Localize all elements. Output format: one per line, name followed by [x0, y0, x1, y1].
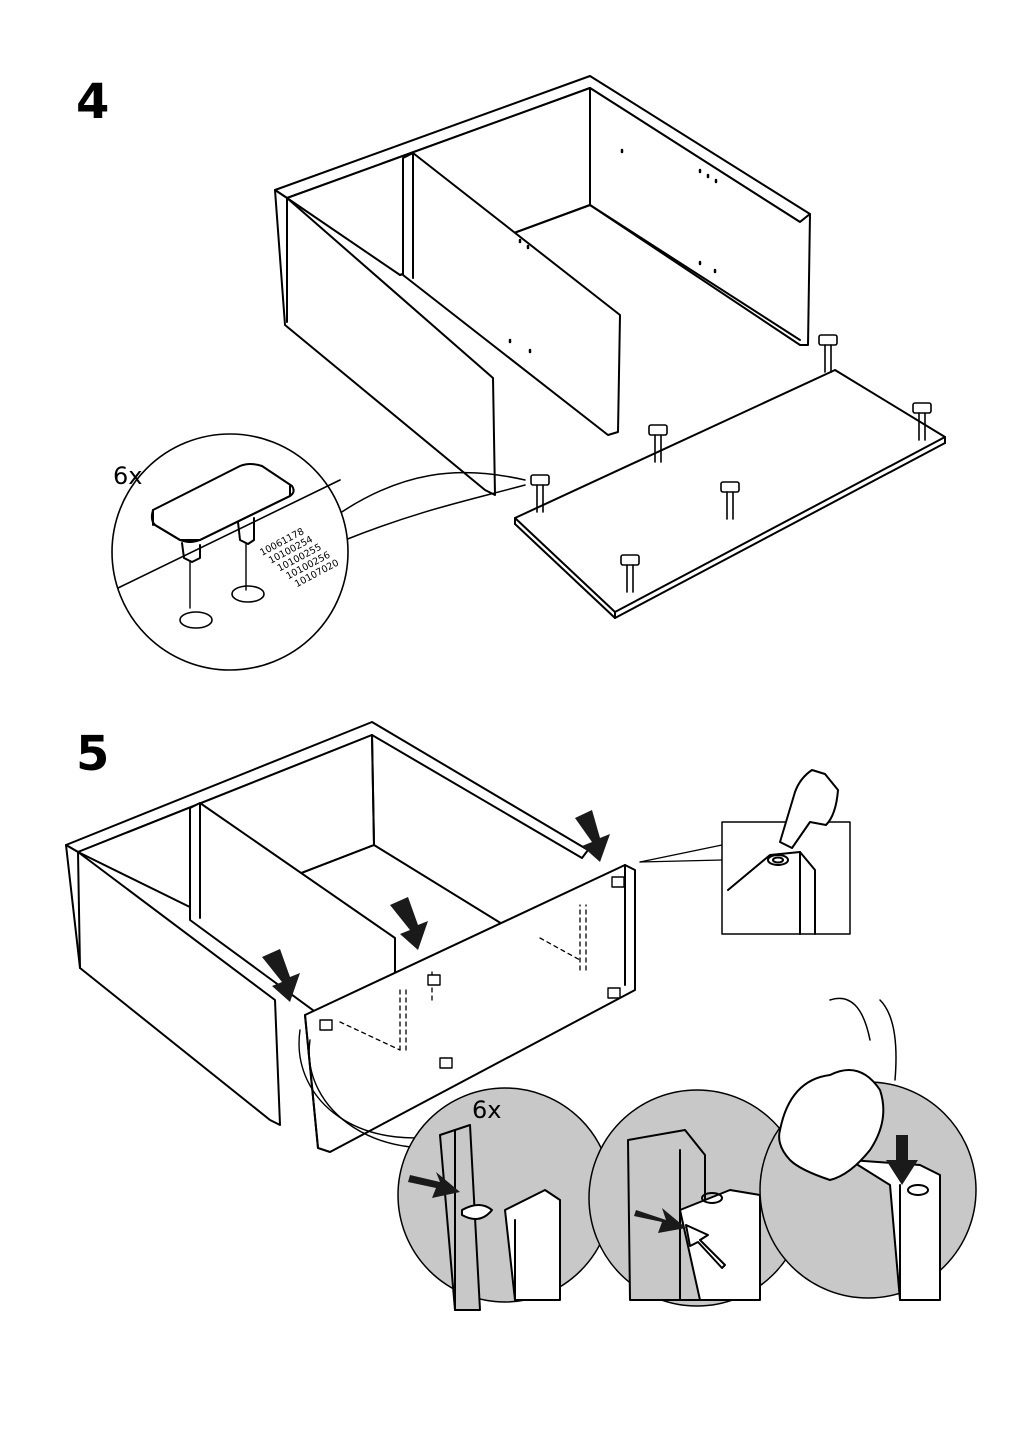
step-5-cabinet [65, 721, 636, 1153]
step-4-detail-callout [111, 433, 526, 671]
foot-icon-group [530, 334, 932, 593]
step-5-hand-press-detail [759, 997, 977, 1301]
finger-press-icon [779, 769, 839, 849]
push-arrow-icon [408, 1172, 460, 1198]
hand-icon [778, 1069, 885, 1181]
down-arrow-icon [886, 1135, 918, 1185]
step-5-press-detail [639, 769, 851, 935]
step-4-cabinet [274, 75, 946, 619]
dowel-icon [461, 1204, 493, 1220]
step-5-quantity: 6x [472, 1096, 501, 1124]
step-5-dowel-detail [298, 1029, 613, 1311]
down-arrow-icon [262, 810, 610, 1002]
step-4-number: 4 [76, 74, 110, 130]
step-4-quantity: 6x [113, 462, 142, 490]
step-5-number: 5 [76, 726, 110, 782]
